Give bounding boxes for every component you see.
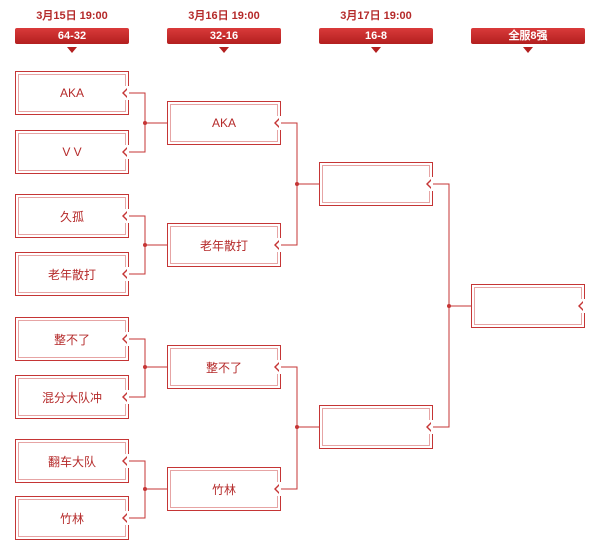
notch-icon: [425, 420, 433, 434]
team-name: 整不了: [53, 332, 90, 347]
team-name: 竹林: [59, 511, 84, 526]
team-name: V V: [62, 145, 82, 159]
round-4-label: 全服8强: [471, 28, 585, 44]
team-name: 老年散打: [47, 267, 96, 282]
notch-icon: [121, 267, 129, 281]
round-3-arrow-icon: [371, 47, 381, 53]
r2-slot-2[interactable]: 老年散打: [167, 223, 281, 267]
notch-icon: [121, 145, 129, 159]
round-2-arrow-icon: [219, 47, 229, 53]
round-1-label: 64-32: [15, 28, 129, 44]
notch-icon: [273, 482, 281, 496]
round-2-label: 32-16: [167, 28, 281, 44]
team-name: 整不了: [205, 360, 242, 375]
notch-icon: [273, 360, 281, 374]
team-name: AKA: [211, 116, 236, 130]
notch-icon: [425, 177, 433, 191]
round-4-arrow-icon: [523, 47, 533, 53]
notch-icon: [121, 332, 129, 346]
round-3-label: 16-8: [319, 28, 433, 44]
r2-slot-1[interactable]: AKA: [167, 101, 281, 145]
team-name: 翻车大队: [47, 454, 96, 469]
r2-slot-3[interactable]: 整不了: [167, 345, 281, 389]
round-1-date: 3月15日 19:00: [36, 10, 108, 22]
notch-icon: [121, 511, 129, 525]
r1-slot-3[interactable]: 久孤: [15, 194, 129, 238]
team-name: 老年散打: [199, 238, 248, 253]
notch-icon: [273, 238, 281, 252]
r1-slot-4[interactable]: 老年散打: [15, 252, 129, 296]
team-name: 竹林: [211, 482, 236, 497]
r1-slot-7[interactable]: 翻车大队: [15, 439, 129, 483]
team-name: 混分大队冲: [41, 390, 102, 405]
notch-icon: [121, 390, 129, 404]
team-name: AKA: [59, 86, 84, 100]
notch-icon: [577, 299, 585, 313]
notch-icon: [121, 454, 129, 468]
round-3-date: 3月17日 19:00: [340, 10, 412, 22]
round-2-date: 3月16日 19:00: [188, 10, 260, 22]
r1-slot-8[interactable]: 竹林: [15, 496, 129, 540]
r3-slot-2[interactable]: [319, 405, 433, 449]
notch-icon: [273, 116, 281, 130]
r3-slot-1[interactable]: [319, 162, 433, 206]
team-name: 久孤: [59, 209, 84, 224]
notch-icon: [121, 209, 129, 223]
final-slot[interactable]: [471, 284, 585, 328]
r1-slot-6[interactable]: 混分大队冲: [15, 375, 129, 419]
r1-slot-2[interactable]: V V: [15, 130, 129, 174]
notch-icon: [121, 86, 129, 100]
round-1-arrow-icon: [67, 47, 77, 53]
r1-slot-1[interactable]: AKA: [15, 71, 129, 115]
r2-slot-4[interactable]: 竹林: [167, 467, 281, 511]
r1-slot-5[interactable]: 整不了: [15, 317, 129, 361]
